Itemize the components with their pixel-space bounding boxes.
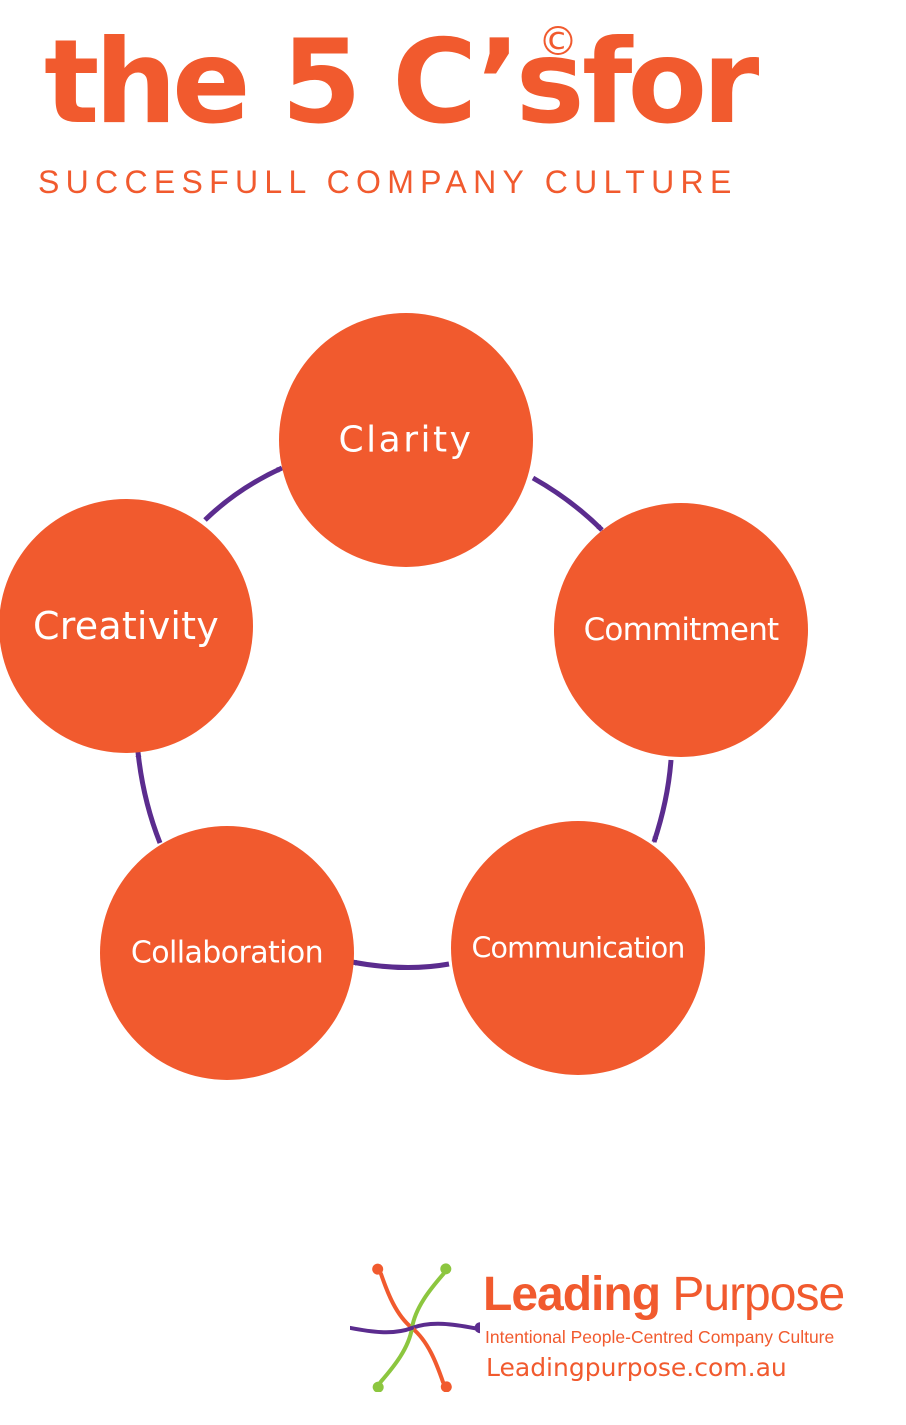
arrow-clarity-to-commitment [531, 475, 604, 532]
node-label-clarity: Clarity [339, 420, 474, 461]
brand-name: Leading Purpose [483, 1268, 845, 1322]
brand-tagline: Intentional People-Centred Company Cultu… [485, 1327, 835, 1347]
node-label-communication: Communication [472, 932, 685, 965]
logo-figure-4 [410, 1326, 452, 1392]
subtitle: SUCCESFULL COMPANY CULTURE [38, 164, 738, 200]
logo-people-figures [350, 1263, 480, 1392]
logo-figure-3 [410, 1321, 480, 1334]
logo-figure-1 [372, 1263, 414, 1330]
node-clarity: Clarity [279, 313, 533, 567]
logo-figure-2 [410, 1263, 452, 1330]
arrow-commitment-to-communication [651, 759, 674, 844]
node-label-creativity: Creativity [33, 604, 219, 648]
arrow-creativity-to-clarity [203, 465, 284, 522]
node-circle-clarity [279, 313, 533, 567]
node-collaboration: Collaboration [100, 826, 354, 1080]
node-label-commitment: Commitment [584, 612, 779, 648]
logo-figure-6 [350, 1325, 414, 1335]
logo-figure-5 [372, 1326, 414, 1392]
website-link[interactable]: Leadingpurpose.com.au [486, 1353, 787, 1382]
node-circle-commitment [554, 503, 808, 757]
arrow-collaboration-to-creativity [135, 750, 163, 844]
brand-name-bold: Leading [483, 1268, 661, 1321]
node-label-collaboration: Collaboration [131, 936, 323, 971]
arrow-communication-to-collaboration [350, 959, 450, 971]
title-text-for: for [582, 15, 759, 150]
node-communication: Communication [451, 821, 705, 1075]
cycle-arrows [135, 465, 674, 971]
node-circle-collaboration [100, 826, 354, 1080]
brand-name-regular: Purpose [672, 1268, 845, 1321]
copyright-symbol: © [538, 19, 578, 65]
brand-footer: Leading Purpose Intentional People-Centr… [350, 1262, 906, 1392]
node-circle-communication [451, 821, 705, 1075]
node-circle-creativity [0, 499, 253, 753]
node-commitment: Commitment [554, 503, 808, 757]
node-creativity: Creativity [0, 499, 253, 753]
leading-purpose-logo [350, 1263, 480, 1392]
title-text: the 5 C’s [44, 15, 585, 150]
